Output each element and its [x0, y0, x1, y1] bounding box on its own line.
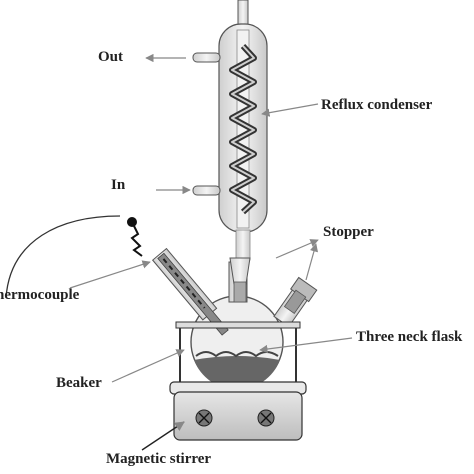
label-stopper: Stopper — [323, 224, 374, 240]
label-in: In — [111, 177, 126, 193]
label-thermocouple: Thermocouple — [0, 287, 80, 303]
arrow-stopper-center — [275, 239, 319, 259]
label-arrows — [69, 53, 353, 451]
arrow-thermocouple — [69, 260, 151, 289]
thermocouple-bead — [127, 217, 137, 227]
condenser-inlet-tube — [192, 185, 221, 196]
label-beaker: Beaker — [56, 375, 102, 391]
arrow-stirrer — [141, 421, 185, 451]
arrow-beaker — [111, 349, 185, 383]
label-three-neck-flask: Three neck flask — [356, 329, 463, 345]
condenser-joint — [235, 229, 251, 261]
reflux-condenser — [192, 0, 268, 261]
label-magnetic-stirrer: Magnetic stirrer — [106, 451, 212, 467]
condenser-outlet-tube — [192, 52, 221, 63]
magnetic-stirrer — [169, 381, 307, 441]
center-stopper — [229, 257, 251, 285]
stirrer-body — [173, 391, 303, 441]
flask-liquid — [194, 356, 280, 390]
arrow-stopper-right — [305, 243, 319, 281]
three-neck-flask — [151, 247, 318, 390]
arrow-three-neck — [259, 337, 353, 354]
arrow-reflux — [261, 103, 319, 117]
label-out: Out — [98, 49, 124, 65]
label-reflux-condenser: Reflux condenser — [321, 97, 433, 113]
condenser-top-tip — [237, 0, 249, 27]
thermocouple-wire — [5, 215, 143, 299]
